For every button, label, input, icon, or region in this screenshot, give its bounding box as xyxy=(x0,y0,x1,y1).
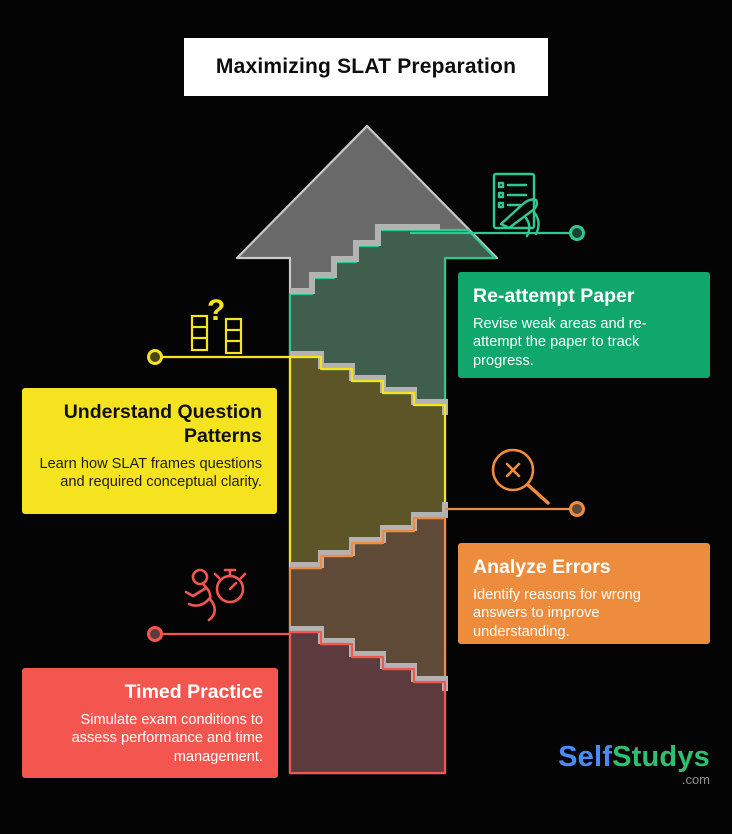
connector-errors xyxy=(445,501,585,517)
card-body: Simulate exam conditions to assess perfo… xyxy=(71,711,263,765)
connector-timed xyxy=(147,626,290,642)
section-fill-yellow xyxy=(290,357,445,568)
connector-reattempt xyxy=(410,225,585,241)
runner-stopwatch-icon xyxy=(184,568,247,622)
logo-part-studys: Studys xyxy=(612,741,710,773)
search-error-icon xyxy=(491,448,550,505)
connector-dot-patterns xyxy=(147,349,163,365)
stair-treads-green xyxy=(290,224,440,294)
page-title: Maximizing SLAT Preparation xyxy=(215,55,517,78)
card-analyze-errors: Analyze Errors Identify reasons for wron… xyxy=(458,543,710,644)
title-banner: Maximizing SLAT Preparation xyxy=(184,38,548,96)
logo-part-self: Self xyxy=(558,741,613,773)
question-columns-icon: ? xyxy=(190,294,243,355)
card-body: Learn how SLAT frames questions and requ… xyxy=(39,455,262,491)
card-timed-practice: Timed Practice Simulate exam conditions … xyxy=(22,668,278,778)
card-title: Re-attempt Paper xyxy=(473,285,635,307)
pen-paper-icon xyxy=(492,172,540,238)
connector-dot-timed xyxy=(147,626,163,642)
card-understand-question-patterns: Understand Question Patterns Learn how S… xyxy=(22,388,277,514)
logo-wordmark: SelfStudys xyxy=(558,741,710,773)
section-fill-green xyxy=(290,230,495,405)
question-mark-glyph: ? xyxy=(207,294,225,327)
section-outline-red xyxy=(288,630,447,775)
section-fill-red xyxy=(290,632,445,773)
card-reattempt-paper: Re-attempt Paper Revise weak areas and r… xyxy=(458,272,710,378)
card-title: Understand Question Patterns xyxy=(63,401,262,447)
card-title: Timed Practice xyxy=(124,681,263,703)
card-body: Revise weak areas and re-attempt the pap… xyxy=(473,315,647,369)
connector-dot-errors xyxy=(569,501,585,517)
card-title: Analyze Errors xyxy=(473,556,611,578)
selfstudys-logo: SelfStudys .com xyxy=(558,741,710,787)
card-body: Identify reasons for wrong answers to im… xyxy=(473,586,641,640)
connector-dot-reattempt xyxy=(569,225,585,241)
connector-patterns xyxy=(147,349,290,365)
logo-suffix: .com xyxy=(681,772,710,787)
